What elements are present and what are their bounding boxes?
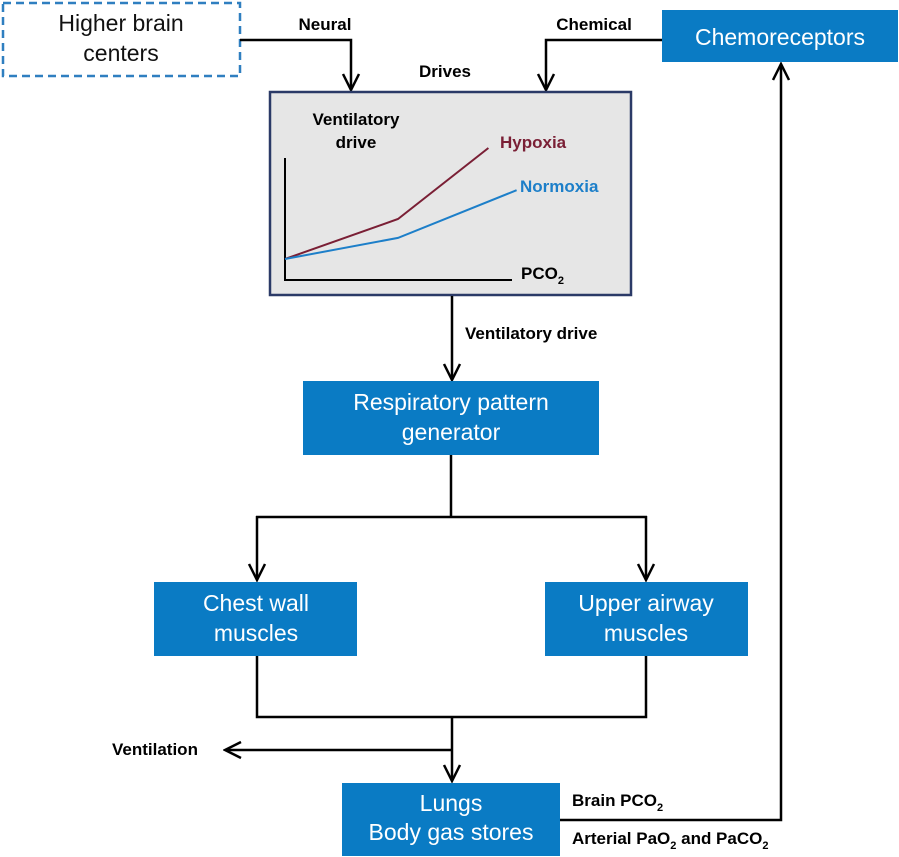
inset-xlabel: PCO2 xyxy=(521,264,564,287)
hypoxia-label: Hypoxia xyxy=(500,133,567,152)
upper-airway-line2: muscles xyxy=(604,620,688,646)
chest-wall-line1: Chest wall xyxy=(203,590,309,616)
feedback-connector xyxy=(560,64,781,822)
chest-wall-muscles-box: Chest wall muscles xyxy=(154,582,357,656)
merge-connector xyxy=(255,656,648,719)
hypoxia-series-line xyxy=(284,147,490,260)
lungs-body-gas-stores-box: Lungs Body gas stores xyxy=(342,783,560,856)
inset-ylabel-line1: Ventilatory xyxy=(313,110,400,129)
ventilation-label: Ventilation xyxy=(112,740,198,759)
upper-airway-muscles-box: Upper airway muscles xyxy=(545,582,748,656)
ventilatory-drive-inset: Ventilatory drive Hypoxia Normoxia PCO2 xyxy=(268,90,633,297)
neural-label: Neural xyxy=(299,15,352,34)
brain-pco2-label: Brain PCO2 xyxy=(572,791,663,814)
rpg-line2: generator xyxy=(402,419,501,445)
drives-label: Drives xyxy=(419,62,471,81)
normoxia-label: Normoxia xyxy=(520,177,599,196)
chemoreceptors-label: Chemoreceptors xyxy=(695,24,865,50)
respiratory-pattern-generator-box: Respiratory pattern generator xyxy=(303,381,599,455)
higher-brain-centers-box: Higher brain centers xyxy=(1,1,242,78)
ventilatory-drive-label: Ventilatory drive xyxy=(465,324,597,343)
higher-brain-line1: Higher brain xyxy=(58,10,183,36)
neural-connector xyxy=(240,38,351,90)
inset-ylabel-line2: drive xyxy=(336,133,377,152)
upper-airway-line1: Upper airway xyxy=(578,590,714,616)
higher-brain-line2: centers xyxy=(83,40,158,66)
chemoreceptors-box: Chemoreceptors xyxy=(662,10,898,62)
chemical-label: Chemical xyxy=(556,15,632,34)
chest-wall-line2: muscles xyxy=(214,620,298,646)
lungs-line2: Body gas stores xyxy=(369,819,534,845)
rpg-line1: Respiratory pattern xyxy=(353,389,549,415)
normoxia-series-line xyxy=(284,189,517,260)
chemical-connector xyxy=(546,38,662,90)
arterial-gases-label: Arterial PaO2 and PaCO2 xyxy=(572,829,768,852)
lungs-line1: Lungs xyxy=(420,790,483,816)
